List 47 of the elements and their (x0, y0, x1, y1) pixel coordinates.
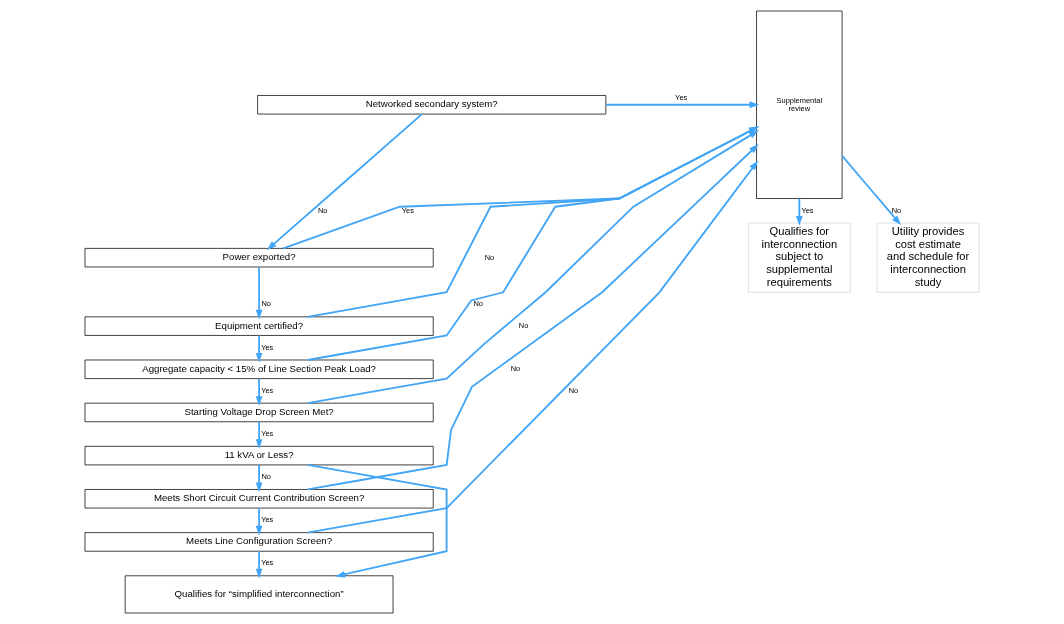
arrow (306, 126, 759, 318)
arrow (306, 126, 759, 361)
edge-label: Yes (675, 93, 688, 103)
edge-label: No (261, 472, 271, 482)
node-box: Equipment certified? (84, 316, 434, 336)
node-box: Networked secondary system? (257, 95, 607, 115)
node-box: Aggregate capacity < 15% of Line Section Peak Load? (84, 359, 434, 379)
arrow (255, 550, 263, 579)
edge-label: No (261, 299, 271, 309)
edge-label: Yes (801, 205, 814, 215)
edge-label: No (518, 321, 529, 330)
edge-label: Yes (261, 558, 274, 568)
arrow (841, 155, 901, 226)
edge-label: No (891, 205, 902, 215)
edge-label: No (484, 252, 495, 262)
edge-label: No (473, 299, 483, 309)
node-box: Qualifies for “simplified interconnection” (124, 575, 394, 614)
node-box: Starting Voltage Drop Screen Met? (84, 402, 434, 423)
arrow (266, 113, 423, 251)
edge-label: No (568, 385, 579, 395)
edge-label: Yes (261, 342, 274, 352)
node-box: Meets Line Configuration Screen? (84, 532, 434, 552)
arrow (306, 160, 759, 534)
arrow (282, 126, 759, 250)
arrow (255, 377, 263, 406)
edge-label: Yes (261, 428, 274, 438)
arrow (255, 334, 263, 363)
node-box: Supplemental review (756, 10, 843, 199)
edge-label: No (317, 205, 328, 215)
arrow (306, 144, 759, 491)
arrow (255, 507, 263, 536)
edge-label: No (510, 364, 521, 374)
arrow (306, 464, 448, 578)
arrow (255, 464, 263, 493)
arrow (605, 101, 760, 109)
arrow (795, 197, 803, 226)
node-box: Power exported? (84, 248, 434, 268)
node-box: Qualifies for interconnection subject to supplemental requirements (748, 222, 851, 293)
node-box: Meets Short Circuit Current Contribution Screen? (84, 489, 434, 509)
edge-label: Yes (261, 515, 274, 525)
edge-label: Yes (401, 205, 414, 215)
arrow (306, 130, 759, 405)
arrow (255, 420, 263, 450)
edge-label: Yes (261, 385, 274, 395)
node-box: 11 kVA or Less? (84, 445, 434, 466)
node-box: Utility provides cost estimate and schedule for interconnection study (876, 222, 980, 293)
arrow (255, 266, 263, 320)
